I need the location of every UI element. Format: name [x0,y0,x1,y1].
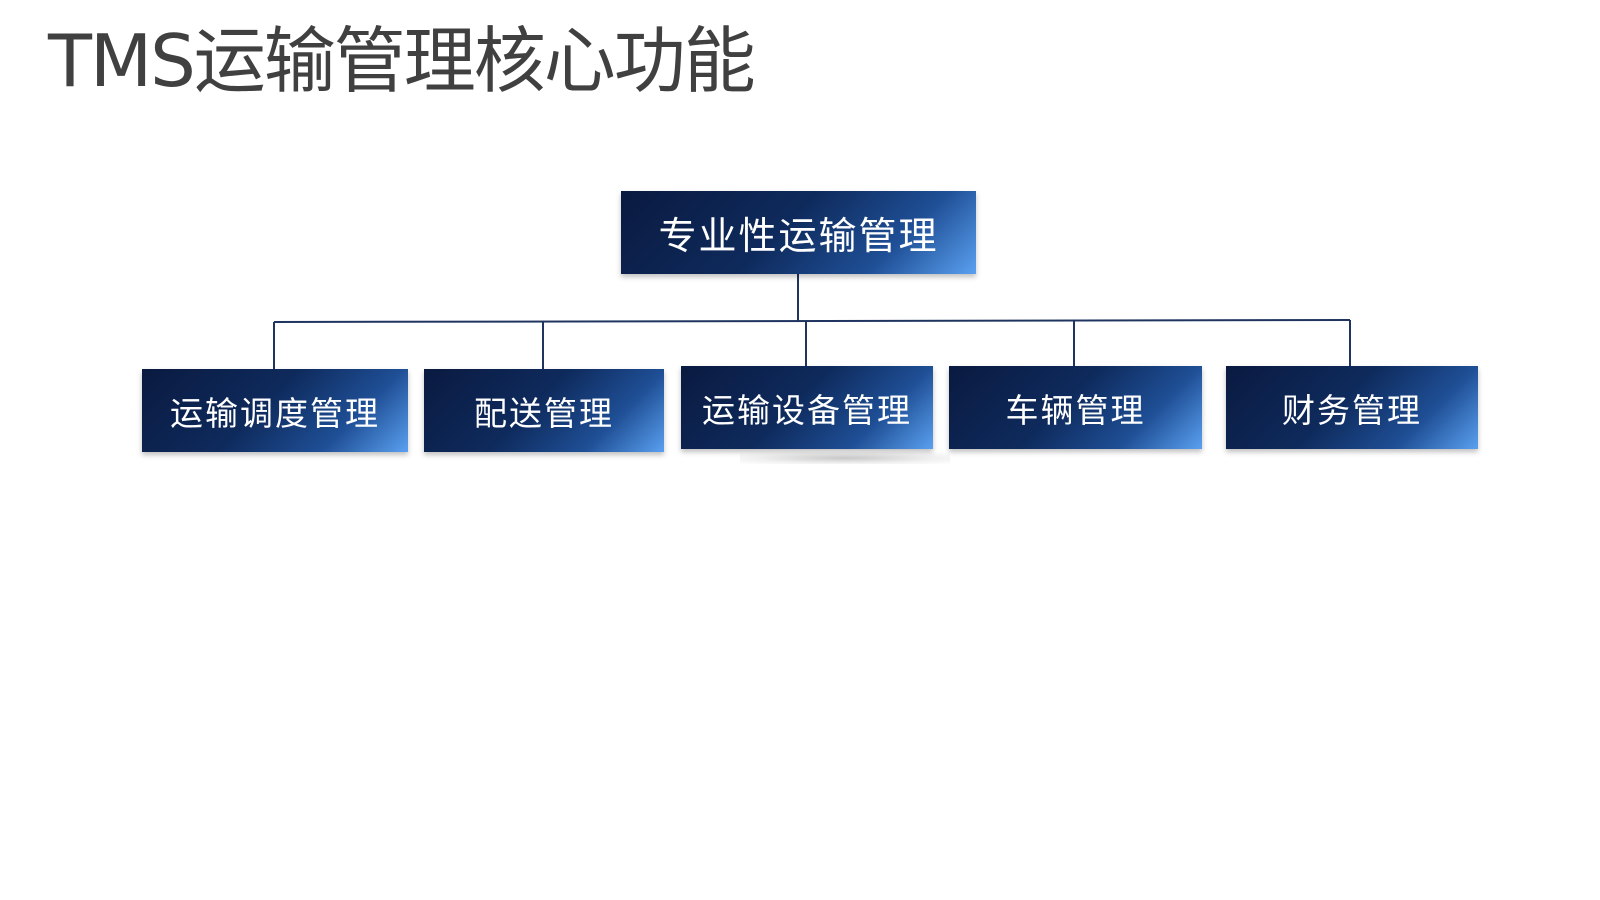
child-node-label: 车辆管理 [1005,390,1146,430]
child-node-transport-equipment: 运输设备管理 [681,366,933,449]
child-node-label: 运输设备管理 [702,390,912,430]
horizontal-bus-line [273,319,1351,323]
child-node-vehicle: 车辆管理 [949,366,1202,449]
child-node-label: 配送管理 [474,393,614,433]
child-node-finance: 财务管理 [1226,366,1478,449]
child-node-delivery: 配送管理 [424,369,664,452]
slide-title: TMS运输管理核心功能 [48,19,756,103]
child-node-label: 财务管理 [1282,390,1422,430]
root-node: 专业性运输管理 [621,191,976,274]
child-node-label: 运输调度管理 [170,393,380,433]
child-node-transport-dispatch: 运输调度管理 [142,369,408,452]
root-node-label: 专业性运输管理 [658,214,939,258]
node-reflection-shadow [740,452,950,464]
